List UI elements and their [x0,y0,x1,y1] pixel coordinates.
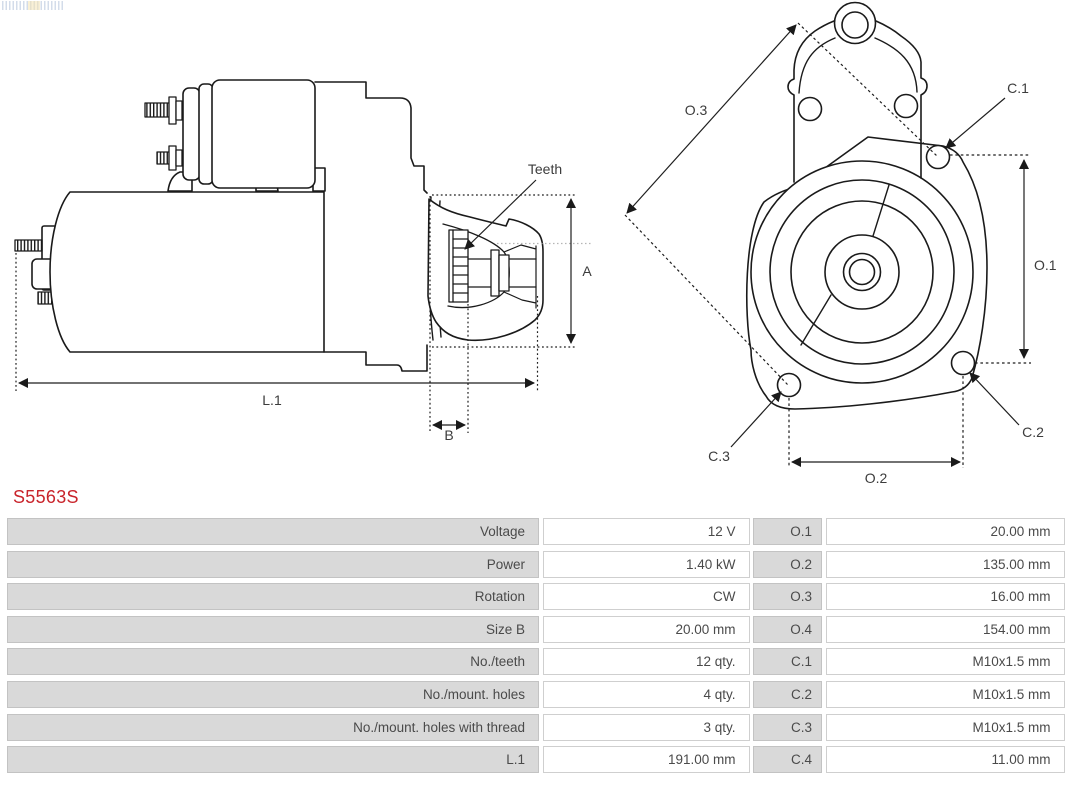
spec-table: Voltage 12 V O.1 20.00 mm Power 1.40 kW … [7,518,1065,779]
spec-value: CW [542,583,750,611]
c2-leader-line [969,372,1020,426]
label-b: B [444,427,453,443]
as-pl-logo-watermark [2,1,64,10]
gear-housing-circles [750,160,974,384]
dim-key: O.1 [753,518,822,545]
tower-hole-top [841,11,869,39]
table-row: Size B 20.00 mm O.4 154.00 mm [7,615,1065,643]
dim-key: C.2 [753,680,822,708]
dim-key: O.2 [753,550,822,578]
label-c2: C.2 [1022,424,1044,440]
tower-hole-left [797,96,823,122]
side-view-drawing [14,79,544,372]
spec-label: Power [7,550,539,578]
spec-label: No./mount. holes [7,680,539,708]
pinion-gear [448,229,469,303]
dim-value: 11.00 mm [825,746,1065,774]
table-row: No./teeth 12 qty. C.1 M10x1.5 mm [7,648,1065,676]
label-o2: O.2 [865,470,888,486]
dim-key: C.3 [753,713,822,741]
dim-key: O.3 [753,583,822,611]
table-row: Power 1.40 kW O.2 135.00 mm [7,550,1065,578]
teeth-leader-line [464,179,537,250]
c3-leader-line [730,391,782,448]
tower-hole-right [893,93,919,119]
label-a: A [582,263,592,279]
section-slice-lines [800,184,890,346]
spec-value: 12 qty. [542,648,750,676]
spec-label: Rotation [7,583,539,611]
c1-leader-line [945,97,1006,149]
label-o1: O.1 [1034,257,1057,273]
drive-housing-step [323,344,428,372]
spec-label: Voltage [7,518,539,545]
spec-label: Size B [7,615,539,643]
solenoid [182,79,316,189]
label-o3: O.3 [685,102,708,118]
dim-value: M10x1.5 mm [825,713,1065,741]
dim-value: 154.00 mm [825,615,1065,643]
front-view-dimensions: O.3 O.1 O.2 C.1 C.2 C.3 [624,22,1057,486]
label-c1: C.1 [1007,80,1029,96]
bell-tower [787,1,928,183]
dim-line-O3 [626,24,797,214]
logo-gold-block [28,1,40,10]
dim-key: C.1 [753,648,822,676]
spec-value: 4 qty. [542,680,750,708]
spec-label: No./mount. holes with thread [7,713,539,741]
side-view-dimensions: Teeth A L.1 B [15,161,592,443]
logo-stripes [2,1,64,10]
label-teeth: Teeth [528,161,562,177]
motor-body [49,191,325,353]
front-view-drawing [745,1,988,410]
bolt-hole-c3 [776,372,802,398]
drive-housing-profile [314,81,428,194]
pinion-shaft [467,249,537,297]
spec-value: 12 V [542,518,750,545]
spec-value: 20.00 mm [542,615,750,643]
bell-inner-links [503,244,537,309]
dim-value: M10x1.5 mm [825,648,1065,676]
table-row: L.1 191.00 mm C.4 11.00 mm [7,746,1065,774]
label-l1: L.1 [262,392,282,408]
table-row: Voltage 12 V O.1 20.00 mm [7,518,1065,545]
solenoid-stud-lower [156,145,183,171]
part-number: S5563S [13,487,79,507]
table-row: No./mount. holes 4 qty. C.2 M10x1.5 mm [7,680,1065,708]
label-c3: C.3 [708,448,730,464]
technical-drawing: Teeth A L.1 B [14,1,1057,486]
spec-label: L.1 [7,746,539,774]
dim-value: 135.00 mm [825,550,1065,578]
dim-value: 20.00 mm [825,518,1065,545]
table-row: No./mount. holes with thread 3 qty. C.3 … [7,713,1065,741]
spec-value: 191.00 mm [542,746,750,774]
spec-value: 3 qty. [542,713,750,741]
dim-key: C.4 [753,746,822,774]
shaft-hole [848,258,876,286]
solenoid-stud-upper [144,96,183,125]
dim-key: O.4 [753,615,822,643]
table-row: Rotation CW O.3 16.00 mm [7,583,1065,611]
rear-terminal-stud [14,239,43,252]
dim-value: M10x1.5 mm [825,680,1065,708]
drive-end-bell [427,198,544,342]
bolt-hole-c2 [950,350,976,376]
spec-value: 1.40 kW [542,550,750,578]
spec-label: No./teeth [7,648,539,676]
bolt-hole-c1 [925,144,951,170]
bell-tower-inner-arc [798,37,918,94]
dim-value: 16.00 mm [825,583,1065,611]
